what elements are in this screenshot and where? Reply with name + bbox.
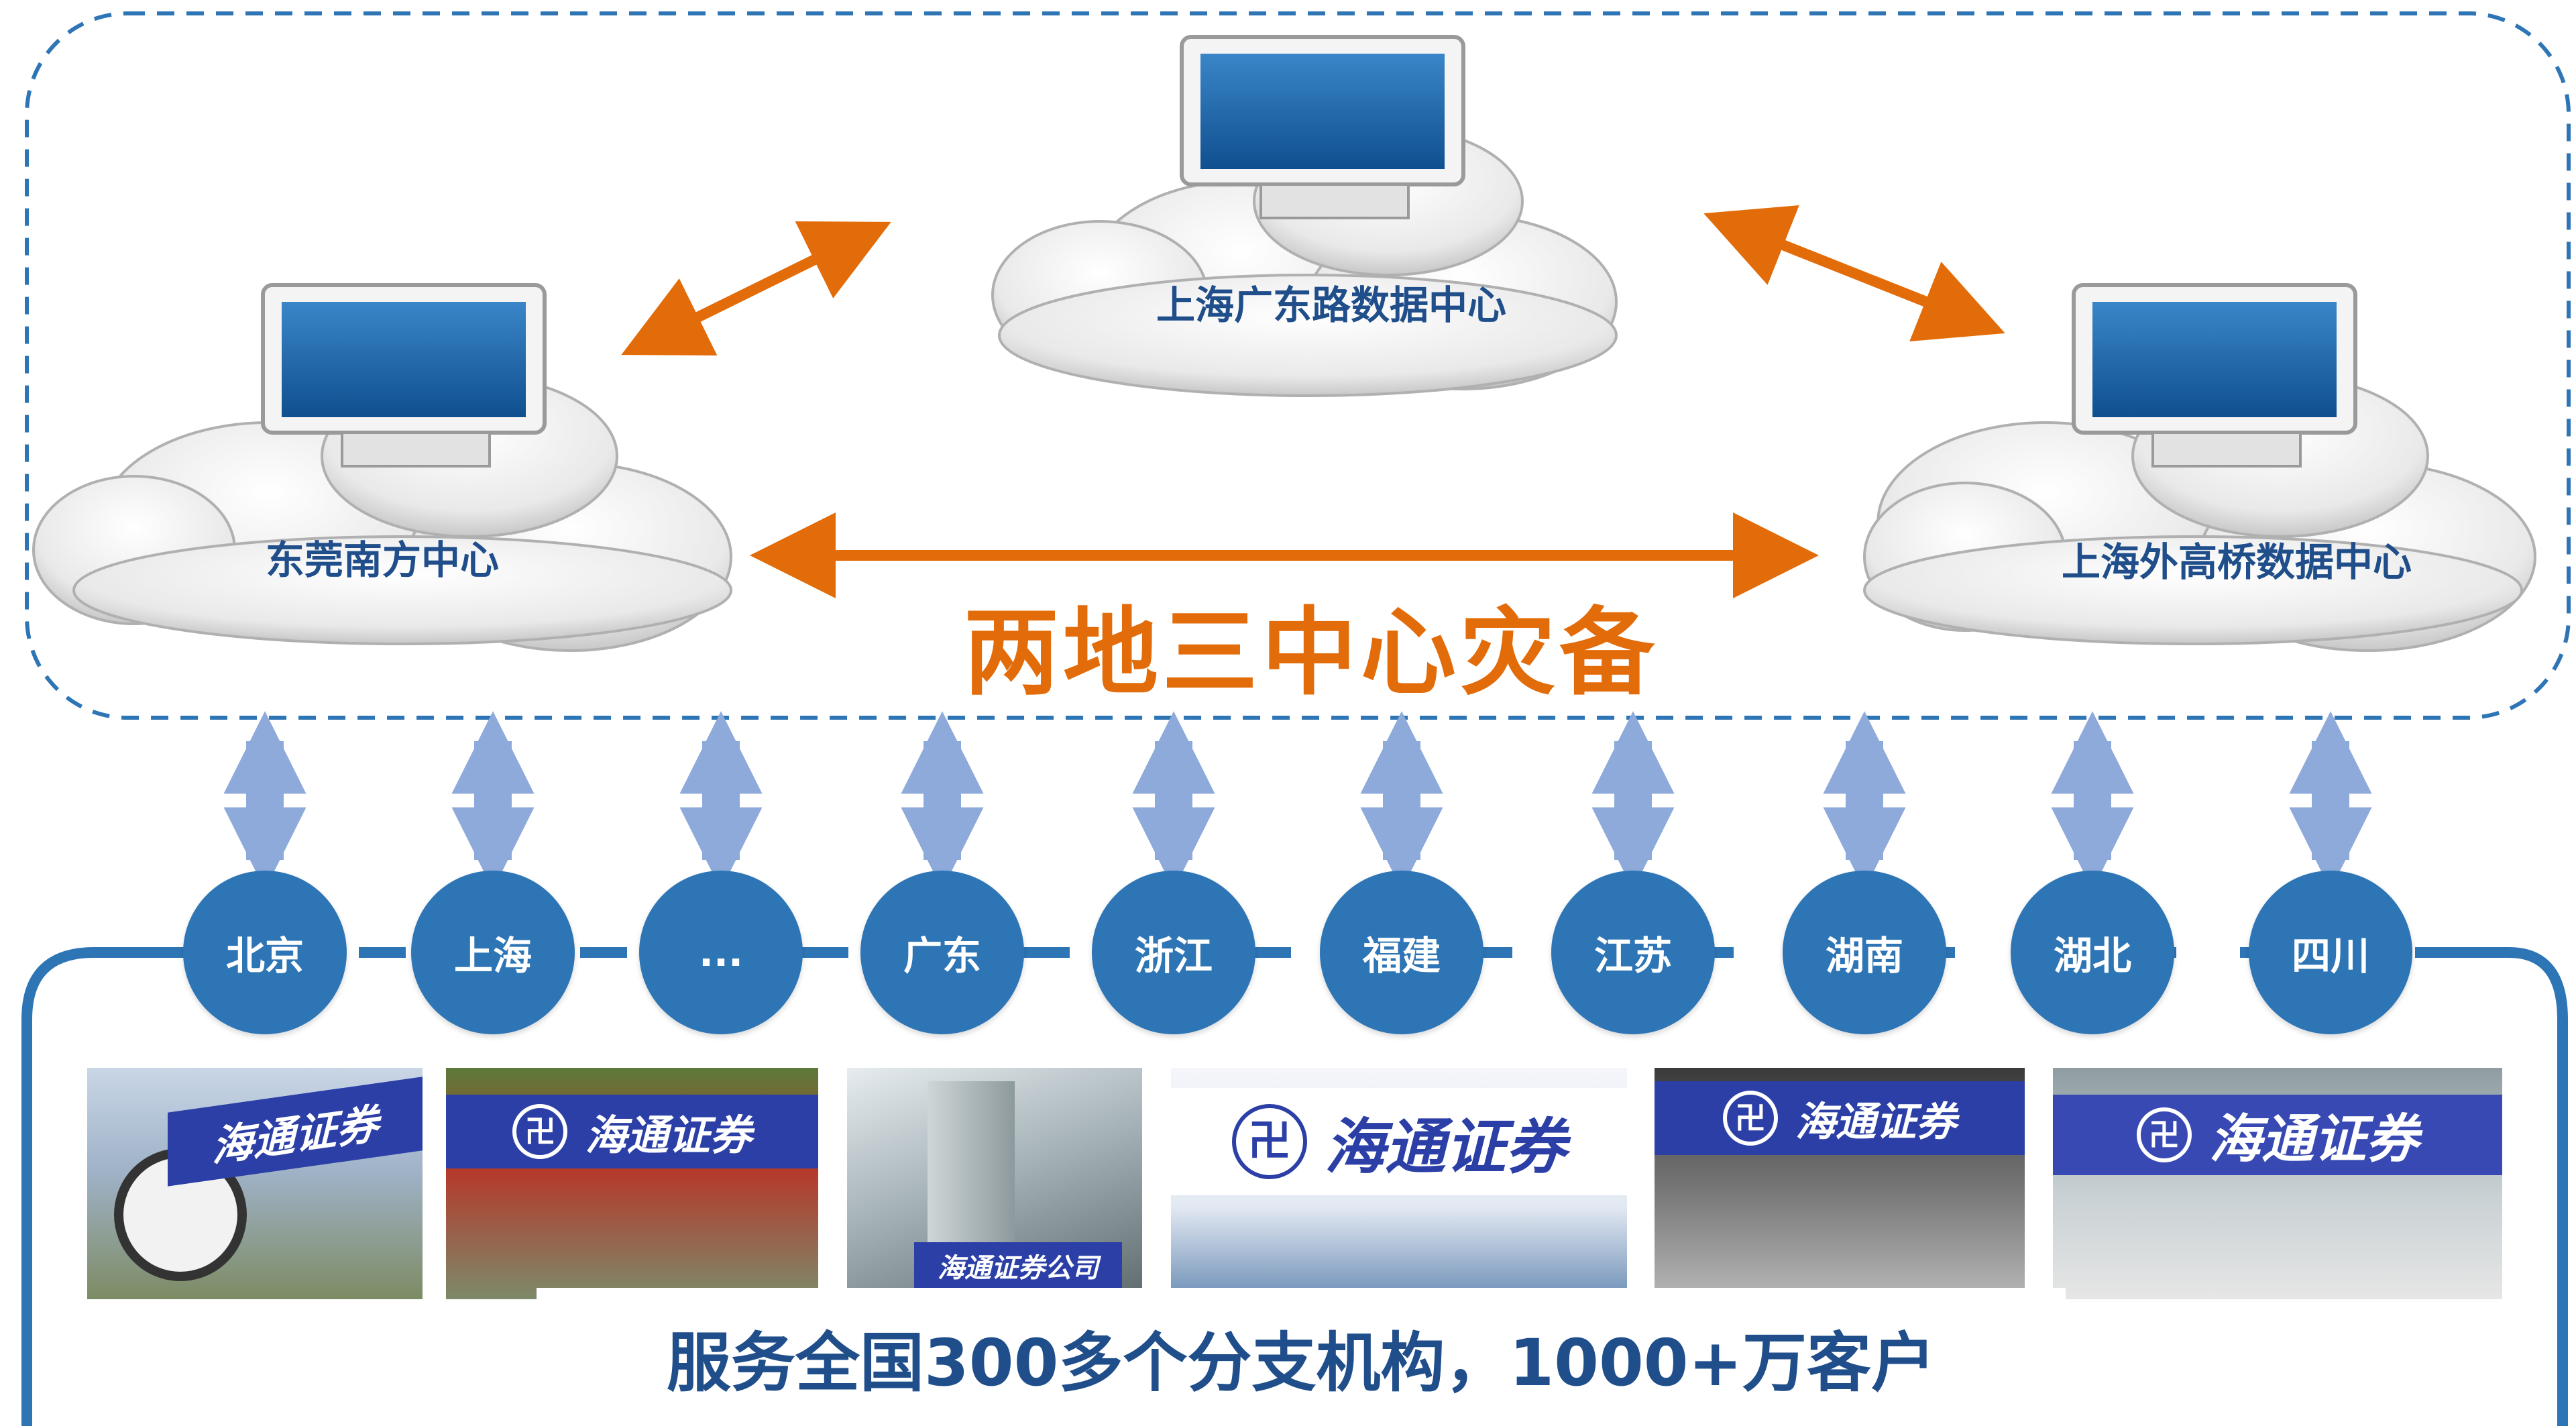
- region-node-zhejiang: 浙江: [1092, 871, 1255, 1034]
- region-node-shanghai: 上海: [411, 871, 575, 1034]
- region-links: [223, 711, 2372, 890]
- region-node-guangdong: 广东: [860, 871, 1024, 1034]
- datacenter-label-right: 上海外高桥数据中心: [2061, 539, 2412, 585]
- branch-photo: 海通证券: [87, 1068, 423, 1299]
- footer-caption: 服务全国300多个分支机构，1000+万客户: [537, 1288, 2066, 1426]
- branch-frame: [21, 947, 2568, 1426]
- logo-icon: 卍: [1723, 1091, 1778, 1146]
- datacenter-label-left: 东莞南方中心: [265, 537, 500, 583]
- dashed-region-border: [25, 11, 2571, 720]
- region-node-jiangsu: 江苏: [1551, 871, 1715, 1034]
- logo-icon: 卍: [2136, 1107, 2192, 1162]
- region-node-sichuan: 四川: [2249, 871, 2412, 1034]
- logo-icon: 卍: [1232, 1104, 1307, 1179]
- region-node-fujian: 福建: [1320, 871, 1483, 1034]
- computer-icon: [261, 283, 547, 468]
- region-node-more: ...: [639, 871, 803, 1034]
- bank-sign: 海通证券: [1325, 1111, 1566, 1183]
- datacenter-label-center: 上海广东路数据中心: [1156, 282, 1507, 328]
- bank-sign: 海通证券公司: [914, 1242, 1122, 1289]
- computer-icon: [2072, 283, 2357, 468]
- bank-sign: 海通证券: [2208, 1109, 2418, 1170]
- computer-icon: [1180, 35, 1465, 219]
- region-node-beijing: 北京: [183, 871, 347, 1034]
- branch-photo: 卍海通证券: [446, 1068, 818, 1299]
- headline: 两地三中心灾备: [964, 598, 1659, 708]
- branch-photo: 卍海通证券: [1171, 1068, 1627, 1299]
- arrow-left-center: [621, 221, 891, 355]
- bank-sign: 海通证券: [168, 1077, 423, 1187]
- branch-photo: 卍海通证券: [1655, 1068, 2025, 1299]
- branch-photo: 海通证券公司: [847, 1068, 1142, 1299]
- branch-photo: 卍海通证券: [2053, 1068, 2502, 1299]
- arrow-center-right: [1703, 205, 2005, 342]
- bank-sign: 海通证券: [585, 1111, 752, 1160]
- region-node-hubei: 湖北: [2011, 871, 2174, 1034]
- bank-sign: 海通证券: [1795, 1098, 1956, 1146]
- logo-icon: 卍: [512, 1104, 568, 1159]
- region-node-hunan: 湖南: [1783, 871, 1946, 1034]
